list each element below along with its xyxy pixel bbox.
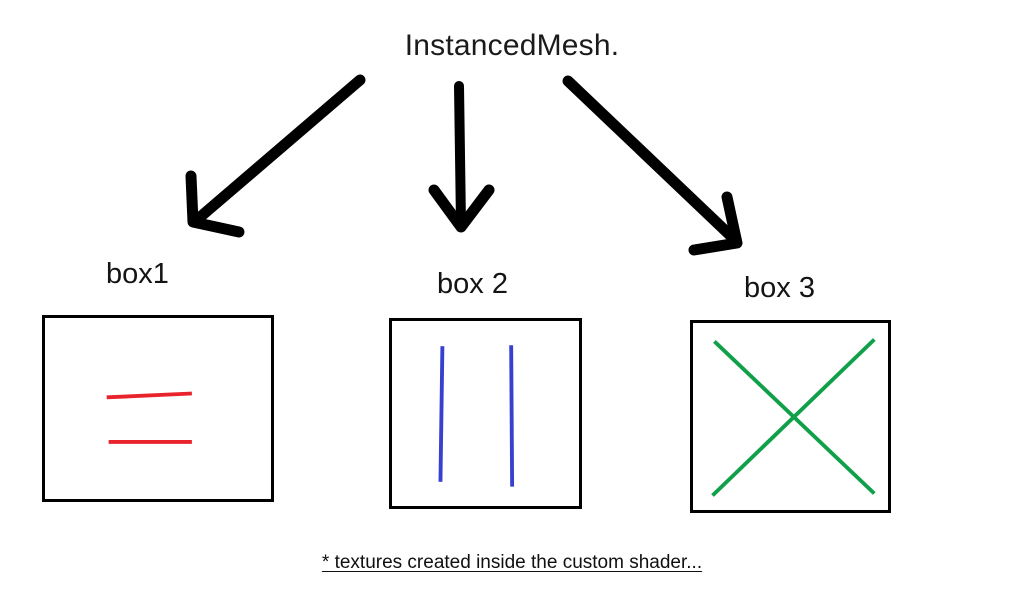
- red-line-top: [106, 391, 192, 400]
- arrow-middle: [428, 81, 495, 233]
- box-3-texture: [711, 338, 876, 497]
- box-label-3: box 3: [744, 272, 815, 304]
- box-3: [690, 320, 891, 513]
- arrow-left: [185, 74, 366, 238]
- box-label-1: box1: [106, 258, 169, 290]
- blue-line-left: [438, 346, 445, 482]
- page-title: InstancedMesh.: [404, 29, 620, 62]
- box-2: [389, 318, 582, 509]
- arrow-right: [562, 75, 743, 256]
- footer-note: * textures created inside the custom sha…: [0, 551, 1024, 575]
- footer-note-text: * textures created inside the custom sha…: [321, 552, 703, 573]
- box-label-2: box 2: [437, 268, 508, 300]
- blue-line-right: [509, 345, 515, 487]
- box-2-texture: [438, 345, 515, 487]
- green-line-diagonal-up: [711, 338, 876, 497]
- box-1-texture: [106, 391, 192, 444]
- box-1: [42, 315, 274, 502]
